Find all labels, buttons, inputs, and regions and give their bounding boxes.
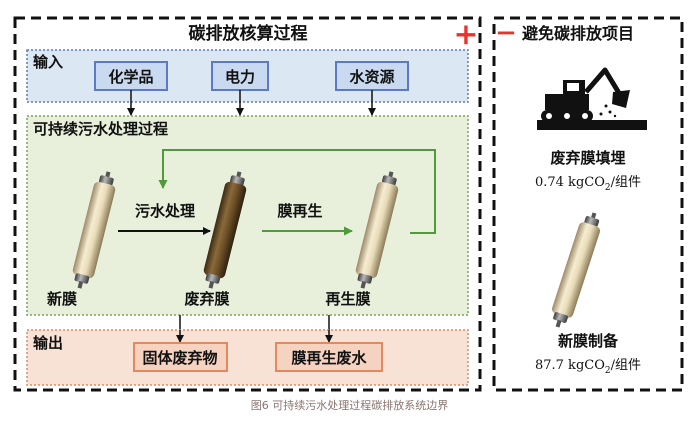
output-box-regen-wastewater: 膜再生废水: [275, 342, 383, 372]
plus-sign: +: [453, 17, 478, 52]
output-box-solid-waste: 固体废弃物: [133, 342, 228, 372]
input-label-water: 水资源: [349, 68, 394, 86]
right-panel-border: [492, 16, 684, 392]
input-label-electricity: 电力: [225, 68, 255, 86]
output-section: [26, 329, 469, 386]
arrow-recycle-loop: [158, 149, 436, 234]
input-title: 输入: [33, 53, 63, 71]
step-membrane-regeneration: 膜再生: [277, 202, 322, 220]
landfill-value-line: 0.74 kgCO2/组件: [535, 175, 641, 193]
landfill-unit: /组件: [611, 175, 641, 190]
new-membrane-value-line: 87.7 kgCO2/组件: [535, 358, 641, 376]
new-membrane-value: 87.7 kgCO: [535, 358, 605, 373]
figure-caption: 图6 可持续污水处理过程碳排放系统边界: [250, 399, 449, 412]
input-box-chemicals: 化学品: [94, 61, 168, 91]
left-panel-title: 碳排放核算过程: [189, 23, 308, 44]
output-label-solid-waste: 固体废弃物: [142, 349, 217, 367]
new-membrane-label: 新膜制备: [558, 332, 619, 350]
excavator-icon: [537, 67, 647, 130]
output-label-regen-wastewater: 膜再生废水: [291, 349, 367, 367]
new-membrane-unit: /组件: [611, 358, 641, 373]
landfill-value: 0.74 kgCO: [535, 175, 605, 190]
membrane-new-production: [546, 209, 606, 331]
minus-sign: −: [495, 18, 517, 48]
new-membrane-subscript: 2: [605, 366, 611, 376]
label-new-membrane: 新膜: [47, 290, 77, 308]
step-wastewater-treatment: 污水处理: [135, 202, 195, 220]
label-fouled-membrane: 废弃膜: [184, 290, 229, 308]
input-box-electricity: 电力: [211, 61, 269, 91]
input-label-chemicals: 化学品: [108, 68, 153, 86]
input-box-water: 水资源: [335, 61, 409, 91]
landfill-label: 废弃膜填埋: [550, 149, 625, 167]
output-title: 输出: [33, 334, 63, 352]
right-panel-title: 避免碳排放项目: [522, 24, 634, 43]
left-panel-border: [13, 16, 482, 392]
label-regenerated-membrane: 再生膜: [325, 290, 370, 308]
landfill-subscript: 2: [605, 183, 611, 193]
process-title: 可持续污水处理过程: [33, 120, 168, 138]
